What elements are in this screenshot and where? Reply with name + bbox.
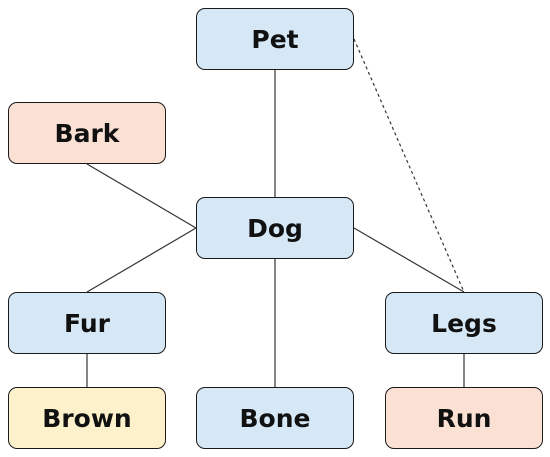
node-fur[interactable]: Fur [8, 292, 166, 354]
node-bone[interactable]: Bone [196, 387, 354, 449]
node-brown[interactable]: Brown [8, 387, 166, 449]
node-bark[interactable]: Bark [8, 102, 166, 164]
edge-pet-legs-dashed [353, 38, 465, 293]
edge-dog-legs [353, 227, 465, 293]
node-pet[interactable]: Pet [196, 8, 354, 70]
node-legs[interactable]: Legs [385, 292, 543, 354]
node-run[interactable]: Run [385, 387, 543, 449]
edge-dog-fur [86, 227, 197, 293]
edge-bark-dog [86, 163, 197, 229]
node-dog[interactable]: Dog [196, 197, 354, 259]
